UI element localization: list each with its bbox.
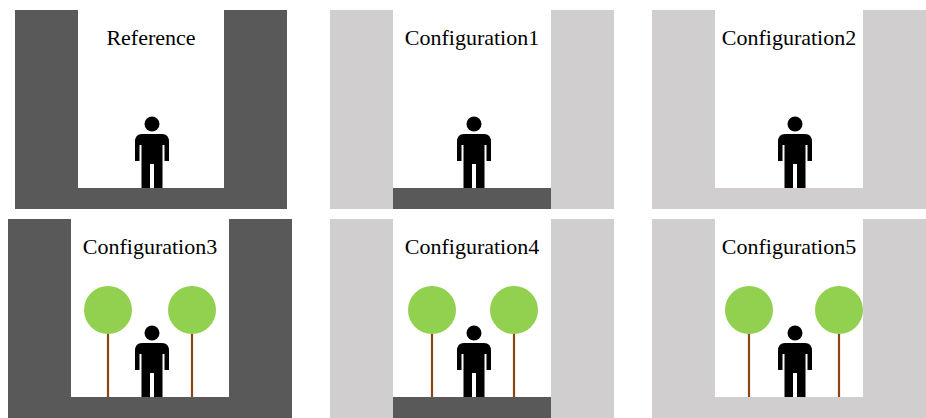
wall-surface xyxy=(224,10,287,209)
tree-symbol xyxy=(408,286,456,397)
wall-surface xyxy=(229,219,292,418)
tree-symbol xyxy=(815,286,863,397)
tree-symbol xyxy=(84,286,132,397)
canyon-panel: Configuration5 xyxy=(652,219,926,418)
panel-title: Reference xyxy=(15,25,287,51)
panel-title: Configuration2 xyxy=(652,25,926,51)
wall-surface xyxy=(8,219,71,418)
person-figure xyxy=(135,326,169,398)
panel-title: Configuration5 xyxy=(652,234,926,260)
wall-surface xyxy=(551,219,614,418)
person-figure xyxy=(135,117,169,189)
canyon-panel: Configuration1 xyxy=(330,10,614,209)
wall-surface xyxy=(652,10,715,209)
wall-surface xyxy=(652,219,715,418)
person-figure xyxy=(778,326,812,398)
ground-surface xyxy=(715,397,863,418)
ground-surface xyxy=(393,397,551,418)
ground-surface xyxy=(715,188,863,209)
canyon-panel: Reference xyxy=(15,10,287,209)
panel-title: Configuration1 xyxy=(330,25,614,51)
wall-surface xyxy=(15,10,78,209)
wall-surface xyxy=(551,10,614,209)
wall-surface xyxy=(330,10,393,209)
canyon-panel: Configuration3 xyxy=(8,219,292,418)
person-figure xyxy=(457,117,491,189)
tree-symbol xyxy=(490,286,538,397)
person-figure xyxy=(778,117,812,189)
canyon-panel: Configuration2 xyxy=(652,10,926,209)
tree-symbol xyxy=(725,286,773,397)
ground-surface xyxy=(78,188,224,209)
ground-surface xyxy=(71,397,229,418)
panel-title: Configuration4 xyxy=(330,234,614,260)
person-figure xyxy=(457,326,491,398)
wall-surface xyxy=(330,219,393,418)
panel-title: Configuration3 xyxy=(8,234,292,260)
canyon-panel: Configuration4 xyxy=(330,219,614,418)
tree-symbol xyxy=(168,286,216,397)
wall-surface xyxy=(863,219,926,418)
wall-surface xyxy=(863,10,926,209)
ground-surface xyxy=(393,188,551,209)
